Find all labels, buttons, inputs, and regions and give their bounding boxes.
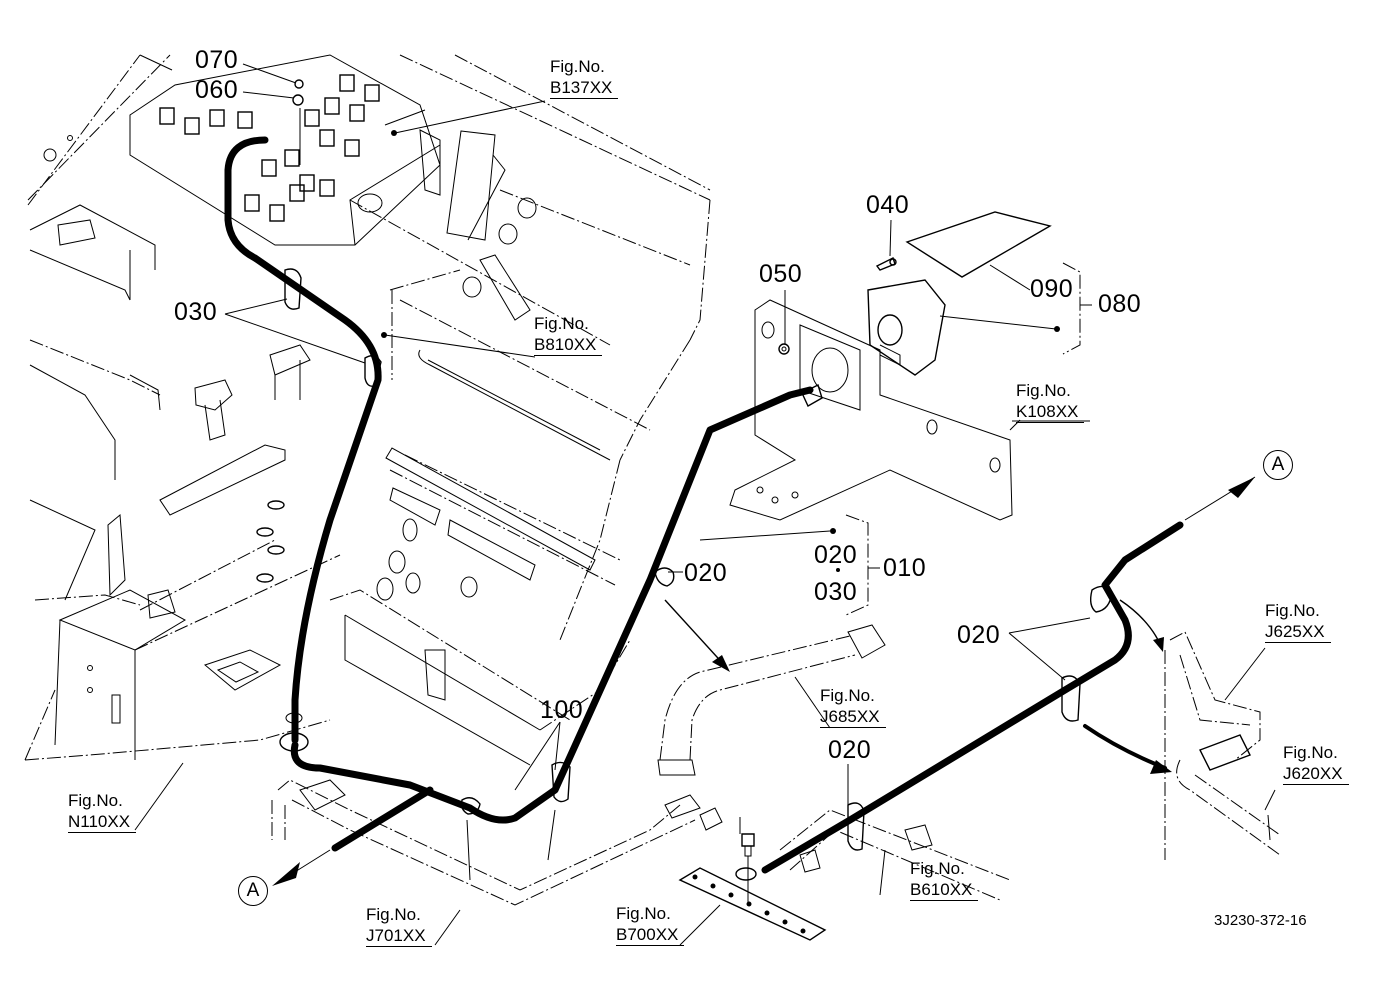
callout-010: 010: [883, 554, 927, 582]
fig-ref-k108xx[interactable]: Fig.No. K108XX: [1016, 380, 1085, 423]
connector-marker-a-right: A: [1263, 450, 1293, 480]
fig-ref-prefix: Fig.No.: [910, 859, 965, 878]
callout-020-clamp-mid: 020: [684, 559, 728, 587]
fig-ref-b700xx[interactable]: Fig.No. B700XX: [616, 903, 685, 946]
routing-arrows: [272, 476, 1256, 886]
callout-070: 070: [195, 46, 239, 74]
callout-080: 080: [1098, 290, 1142, 318]
fig-ref-n110xx[interactable]: Fig.No. N110XX: [68, 790, 137, 833]
fig-ref-j685xx[interactable]: Fig.No. J685XX: [820, 685, 886, 728]
callout-030: 030: [174, 298, 218, 326]
fig-ref-code: J620XX: [1283, 763, 1349, 785]
callout-020-clamp-right: 020: [957, 621, 1001, 649]
callout-040: 040: [866, 191, 910, 219]
fig-ref-j620xx[interactable]: Fig.No. J620XX: [1283, 742, 1349, 785]
wiring-harness: [224, 136, 1184, 874]
fig-ref-prefix: Fig.No.: [550, 57, 605, 76]
callout-020-clamp-bottom: 020: [828, 736, 872, 764]
leader-lines: [134, 63, 1276, 946]
fig-ref-code: J625XX: [1265, 621, 1331, 643]
drawing-code: 3J230-372-16: [1214, 912, 1307, 929]
fig-ref-code: K108XX: [1016, 401, 1085, 423]
callout-020-clamp-left: 100: [540, 696, 584, 724]
fig-ref-b810xx[interactable]: Fig.No. B810XX: [534, 313, 603, 356]
fig-ref-prefix: Fig.No.: [1265, 601, 1320, 620]
fig-ref-prefix: Fig.No.: [68, 791, 123, 810]
callout-060: 060: [195, 76, 239, 104]
callout-090: 090: [1030, 275, 1074, 303]
socket-mounting-plate: [729, 211, 1052, 521]
fig-ref-code: B700XX: [616, 924, 685, 946]
callout-020-group: 020: [814, 541, 858, 569]
fig-ref-prefix: Fig.No.: [1283, 743, 1338, 762]
fig-ref-code: J685XX: [820, 706, 886, 728]
fig-ref-code: N110XX: [68, 811, 137, 833]
fig-ref-code: J701XX: [366, 925, 432, 947]
fig-ref-prefix: Fig.No.: [534, 314, 589, 333]
fig-ref-prefix: Fig.No.: [1016, 381, 1071, 400]
control-box: [129, 54, 441, 246]
fig-ref-b610xx[interactable]: Fig.No. B610XX: [910, 858, 979, 901]
machine-frame: [24, 54, 711, 766]
fig-ref-prefix: Fig.No.: [366, 905, 421, 924]
pipes: [271, 624, 1281, 941]
connector-marker-a-left: A: [238, 876, 268, 906]
fig-ref-prefix: Fig.No.: [616, 904, 671, 923]
group-dot: [836, 568, 840, 572]
fig-ref-code: B137XX: [550, 77, 619, 99]
fig-ref-j625xx[interactable]: Fig.No. J625XX: [1265, 600, 1331, 643]
fig-ref-code: B810XX: [534, 334, 603, 356]
fig-ref-prefix: Fig.No.: [820, 686, 875, 705]
fig-ref-code: B610XX: [910, 879, 979, 901]
callout-030-group: 030: [814, 578, 858, 606]
fig-ref-b137xx[interactable]: Fig.No. B137XX: [550, 56, 619, 99]
fig-ref-j701xx[interactable]: Fig.No. J701XX: [366, 904, 432, 947]
callout-050: 050: [759, 260, 803, 288]
